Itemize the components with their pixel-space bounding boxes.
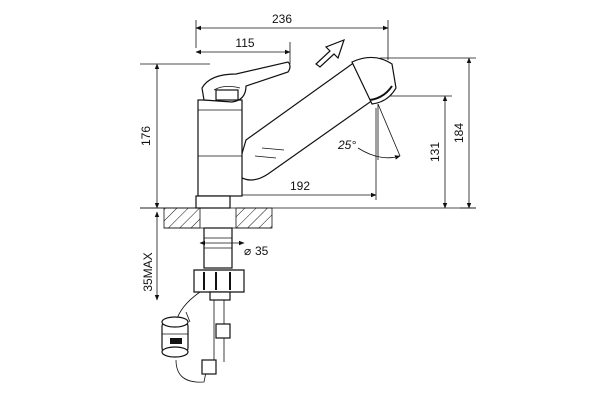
dimension-192-label: 192 — [290, 179, 310, 193]
dimension-131: 131 — [383, 95, 452, 209]
dimension-115: 115 — [195, 36, 291, 64]
dimension-diameter-label: 35 — [255, 244, 269, 258]
faucet-body — [195, 56, 397, 209]
mounting-nut — [193, 269, 245, 301]
dimension-angle-label: 25° — [337, 138, 356, 152]
dimension-diameter: ⌀ 35 — [199, 240, 269, 258]
hose-weight — [161, 316, 189, 358]
dimension-192: 192 — [223, 108, 377, 200]
dimension-131-label: 131 — [428, 142, 442, 162]
supply-hoses — [175, 291, 231, 383]
dimension-35max: 35MAX — [141, 211, 160, 301]
pull-out-arrow-icon — [315, 38, 345, 68]
dimension-angle: 25° — [337, 103, 401, 160]
countertop — [140, 207, 476, 229]
dimension-184-label: 184 — [452, 123, 466, 143]
diameter-symbol: ⌀ — [244, 244, 251, 258]
dimension-35max-label: 35MAX — [141, 252, 155, 291]
dimension-236-label: 236 — [272, 12, 292, 26]
dimension-176-label: 176 — [139, 126, 153, 146]
dimension-115-label: 115 — [235, 36, 254, 50]
mounting-shank — [203, 227, 233, 269]
dimension-236: 236 — [195, 12, 389, 60]
